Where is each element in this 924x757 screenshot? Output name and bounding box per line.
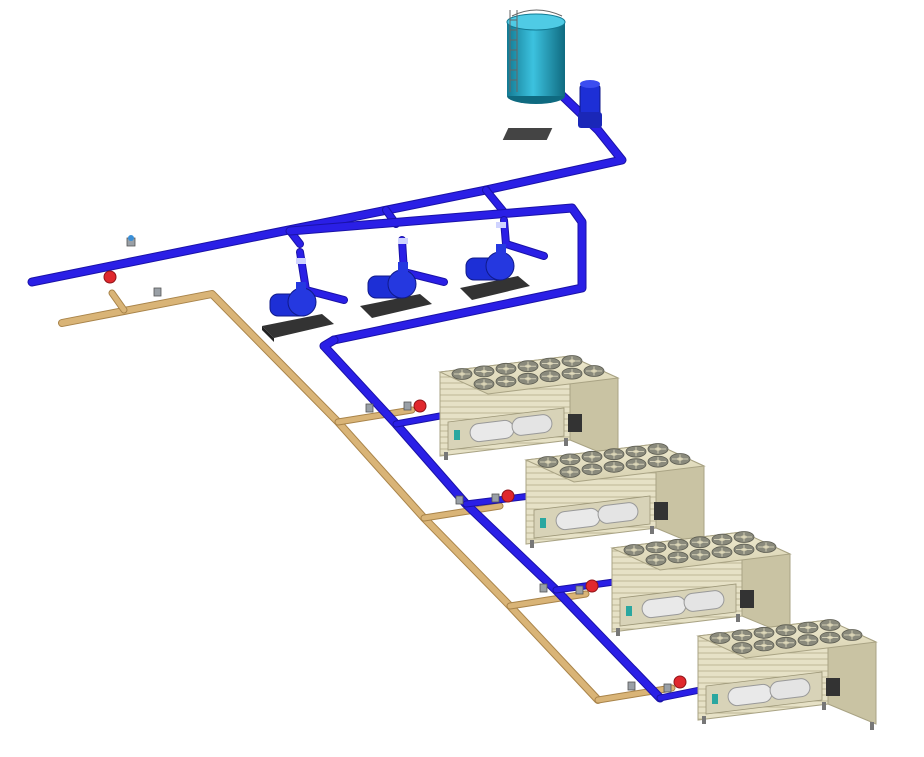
fan-icon	[819, 631, 841, 644]
fan-icon	[689, 536, 711, 549]
fan-icon	[625, 458, 647, 471]
fan-icon	[623, 544, 645, 556]
chiller-unit-1	[438, 355, 620, 466]
red-valve-icon	[585, 579, 599, 593]
fan-icon	[603, 448, 625, 461]
fan-icon	[561, 355, 583, 367]
fan-icon	[731, 629, 753, 642]
fan-icon	[603, 460, 625, 473]
fan-icon	[561, 367, 583, 380]
fan-icon	[731, 642, 753, 654]
tank-ladder-icon	[509, 10, 518, 92]
fan-icon	[753, 639, 775, 652]
gauge-icon	[403, 401, 412, 411]
fan-icon	[667, 551, 689, 564]
red-valve-icon	[501, 489, 515, 503]
fan-icon	[495, 362, 517, 375]
fan-icon	[775, 624, 797, 637]
gauge-icon	[539, 583, 548, 593]
fan-icon	[819, 619, 841, 631]
fan-icon	[841, 629, 863, 641]
fan-icon	[711, 533, 733, 546]
control-panel-icon	[454, 430, 460, 440]
circulation-pump-2	[360, 238, 432, 318]
fan-icon	[645, 554, 667, 566]
fan-icon	[755, 541, 777, 553]
fan-icon	[775, 636, 797, 649]
fan-icon	[733, 531, 755, 543]
gauge-icon	[365, 403, 374, 413]
fan-icon	[647, 443, 669, 455]
expansion-tank	[506, 9, 566, 104]
fan-icon	[581, 463, 603, 476]
fan-icon	[711, 546, 733, 559]
fan-icon	[539, 370, 561, 383]
compressor-icon	[654, 502, 668, 520]
fan-icon	[797, 634, 819, 647]
red-valve-icon	[673, 675, 687, 689]
fan-icon	[451, 368, 473, 380]
gauge-icon	[153, 287, 162, 297]
fan-icon	[647, 455, 669, 468]
fan-icon	[537, 456, 559, 468]
chiller-unit-3	[610, 531, 792, 642]
chiller-unit-4	[696, 619, 878, 730]
fan-icon	[753, 626, 775, 639]
fan-icon	[517, 372, 539, 385]
fan-icon	[559, 466, 581, 478]
valves	[103, 235, 687, 693]
fan-icon	[669, 453, 691, 465]
fan-icon	[517, 360, 539, 373]
fan-icon	[539, 357, 561, 370]
compressor-icon	[826, 678, 840, 696]
fan-icon	[667, 538, 689, 551]
fan-icon	[473, 365, 495, 378]
chiller-array	[438, 355, 878, 730]
fan-icon	[625, 445, 647, 458]
red-valve-icon	[103, 270, 117, 284]
control-panel-icon	[712, 694, 718, 704]
return-pipe-network	[58, 289, 676, 704]
fan-icon	[689, 548, 711, 561]
circulation-pump-3	[460, 222, 530, 300]
control-panel-icon	[626, 606, 632, 616]
gauge-icon	[627, 681, 636, 691]
makeup-pump	[502, 80, 602, 140]
fan-icon	[473, 378, 495, 390]
red-valve-icon	[413, 399, 427, 413]
circulation-pump-1	[262, 258, 334, 342]
chiller-unit-2	[524, 443, 706, 554]
compressor-icon	[568, 414, 582, 432]
fan-icon	[709, 632, 731, 644]
compressor-icon	[740, 590, 754, 608]
gauge-icon	[491, 493, 500, 503]
control-panel-icon	[540, 518, 546, 528]
fan-icon	[583, 365, 605, 377]
gauge-icon	[455, 495, 464, 505]
fan-icon	[797, 621, 819, 634]
gauge-icon	[575, 585, 584, 595]
gauge-icon	[663, 683, 672, 693]
fan-icon	[645, 541, 667, 554]
fan-icon	[733, 543, 755, 556]
fan-icon	[495, 375, 517, 388]
fan-icon	[581, 450, 603, 463]
fan-icon	[559, 453, 581, 466]
